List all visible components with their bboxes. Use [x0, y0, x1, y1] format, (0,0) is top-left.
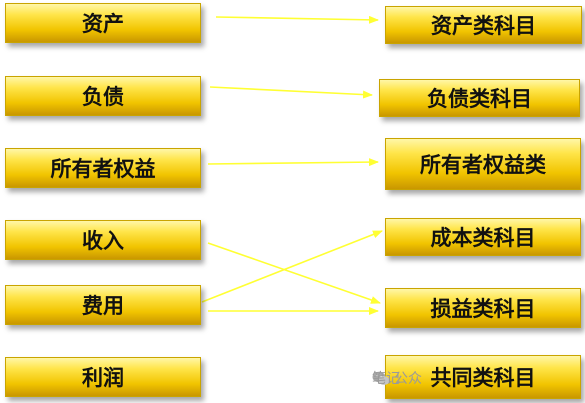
wechat-icon: [372, 371, 390, 385]
left-box-revenue: 收入: [5, 220, 201, 260]
right-box-liability-accounts: 负债类科目: [379, 79, 580, 117]
arrow-equity: [207, 158, 379, 167]
right-box-pl-accounts: 损益类科目: [385, 288, 581, 328]
left-box-profit: 利润: [5, 357, 201, 397]
left-box-liabilities: 负债: [5, 76, 201, 116]
arrow-expense-up: [201, 230, 383, 303]
right-box-asset-accounts: 资产类科目: [385, 6, 582, 44]
right-box-equity-accounts: 所有者权益类: [385, 138, 581, 190]
left-box-equity: 所有者权益: [5, 148, 201, 188]
watermark: 公众: [372, 368, 422, 388]
arrow-revenue: [207, 242, 381, 304]
left-box-expense: 费用: [5, 285, 201, 325]
arrow-liabilities: [209, 86, 373, 99]
arrow-assets: [215, 15, 379, 24]
right-box-cost-accounts: 成本类科目: [385, 218, 581, 256]
watermark-prefix: 公众: [394, 371, 422, 387]
left-box-assets: 资产: [5, 3, 201, 43]
watermark-suffix: 笔记: [372, 371, 400, 387]
